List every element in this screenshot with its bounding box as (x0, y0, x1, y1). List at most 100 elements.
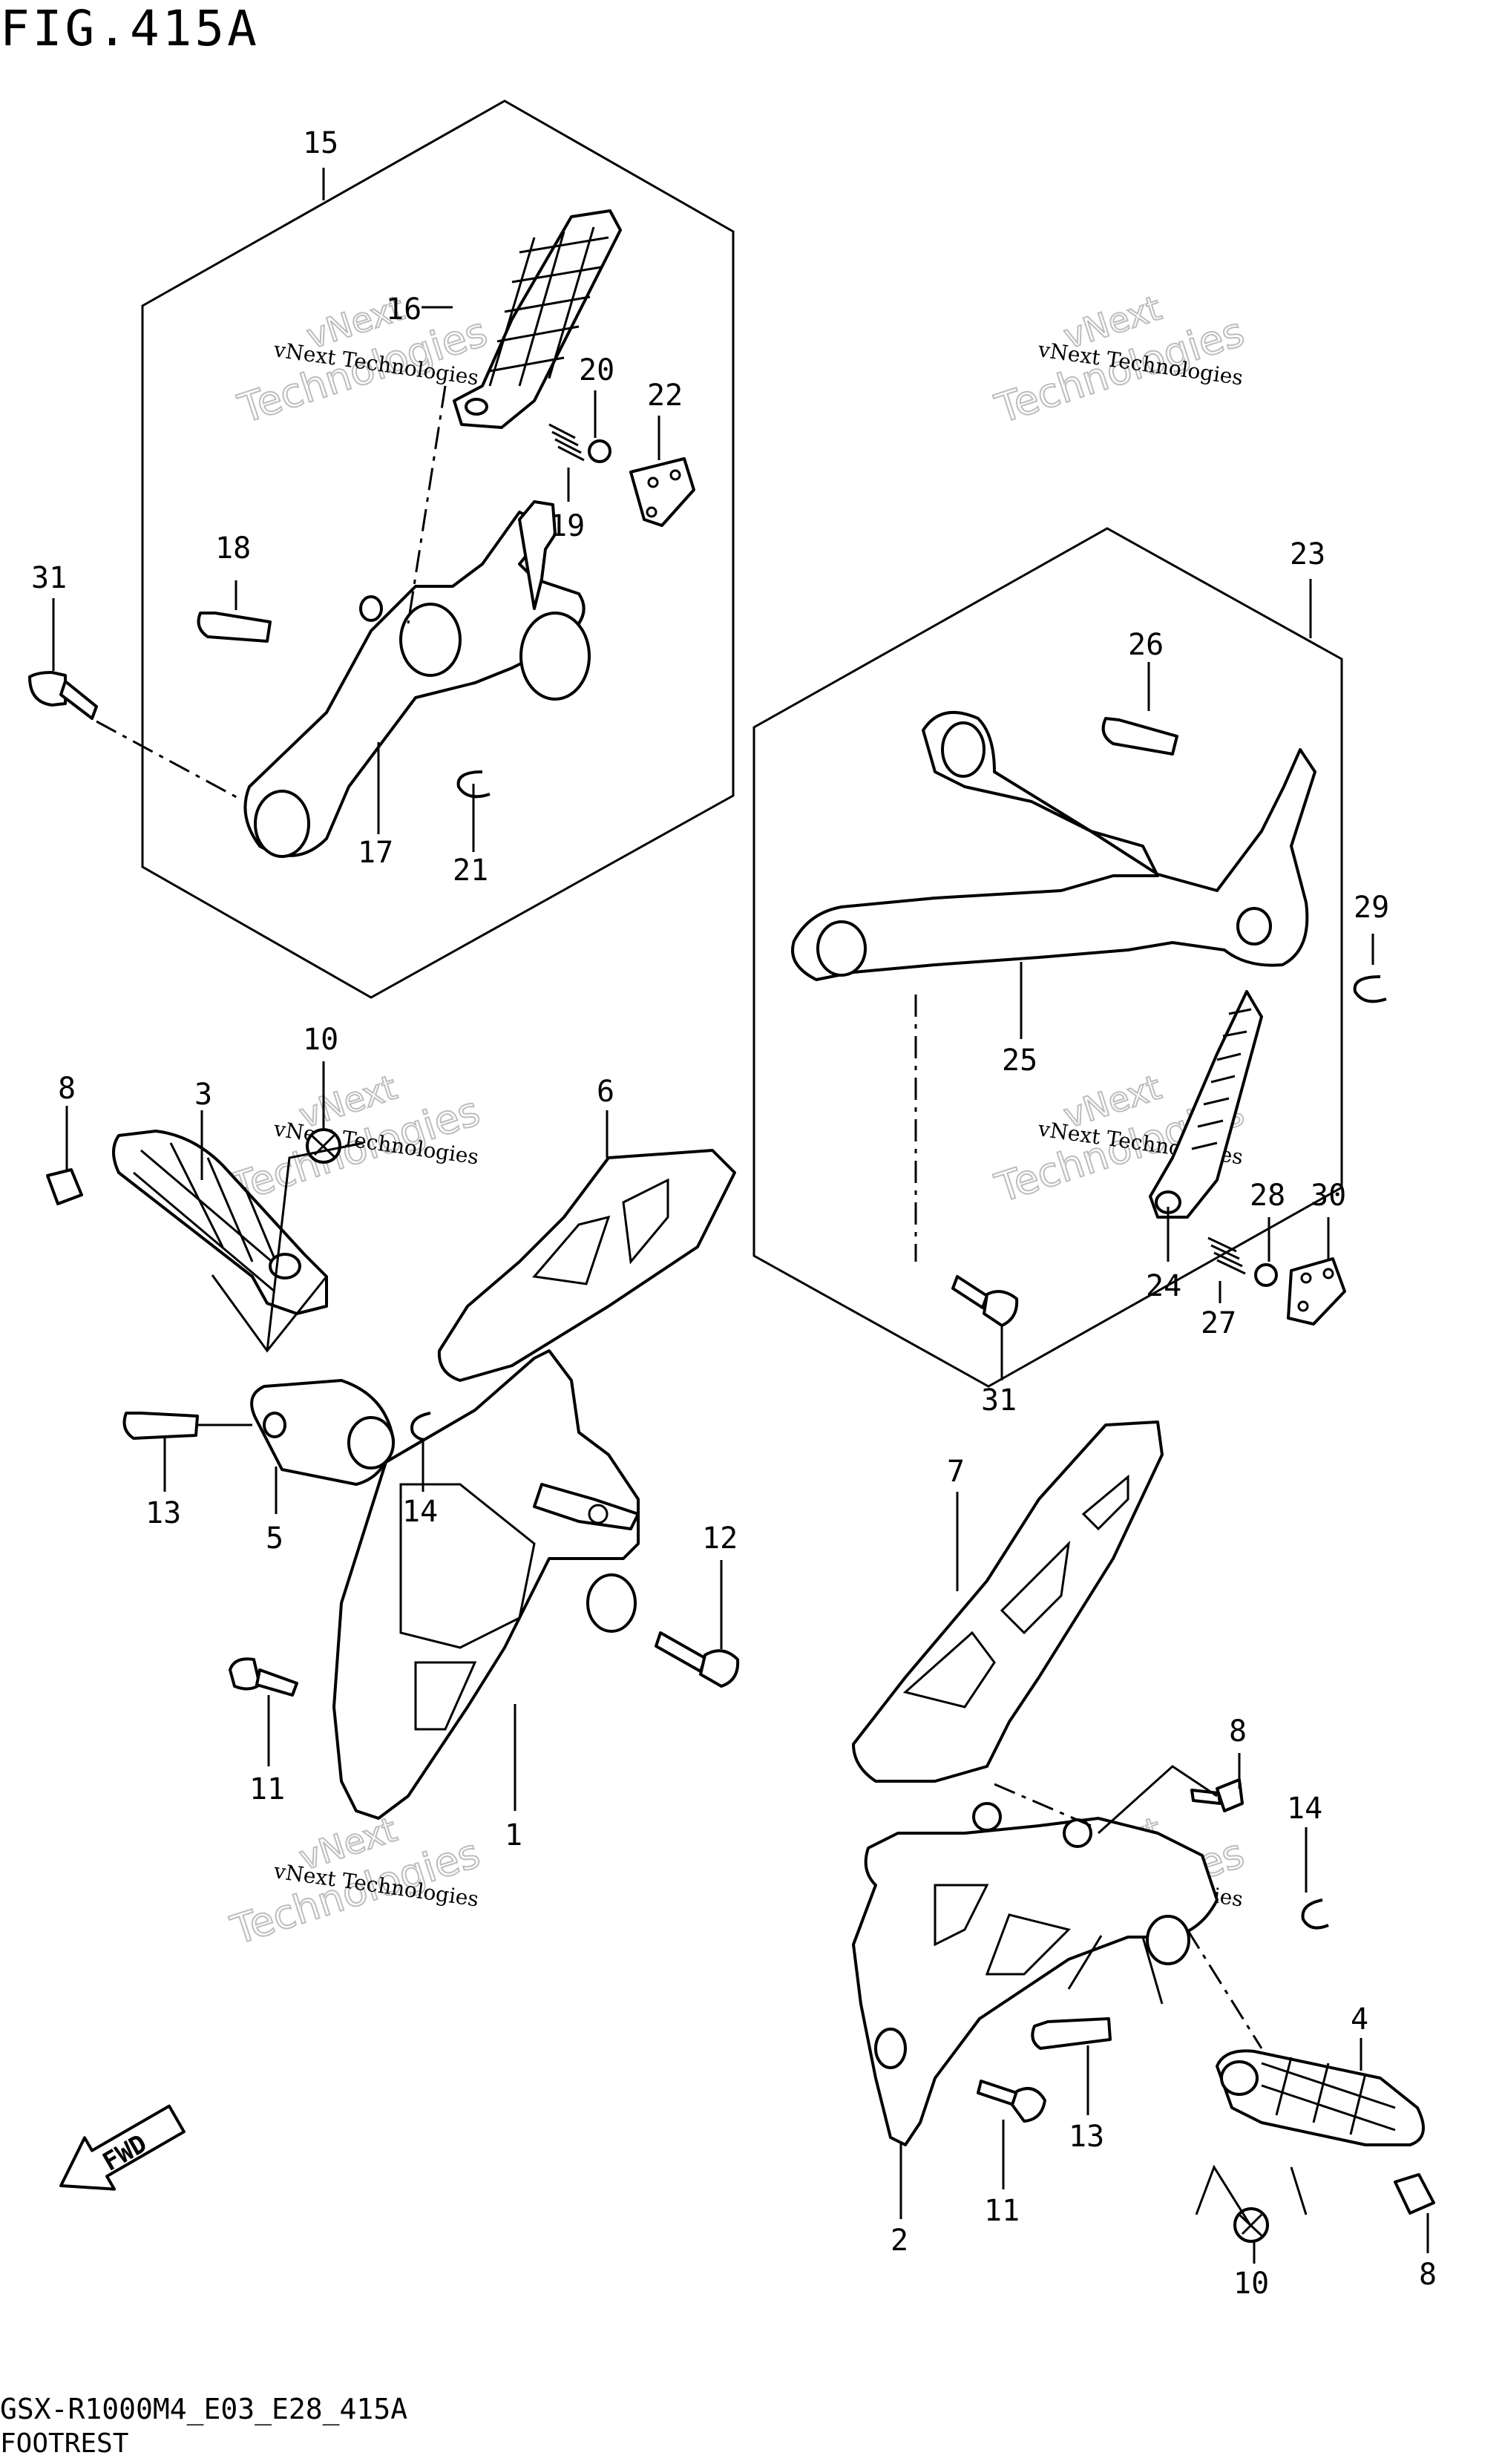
callout-24: 24 (1146, 1269, 1181, 1303)
part-17-lower-eye (254, 790, 310, 858)
leader-31-dashed (96, 720, 243, 802)
part-16-hole (465, 398, 488, 416)
part-29-eclip (1353, 975, 1387, 1003)
callout-11: 11 (249, 1772, 285, 1806)
part-2-boss (874, 2028, 907, 2069)
callout-19: 19 (549, 509, 585, 543)
part-14b-eclip (1301, 1898, 1329, 1930)
part-6-heel-guard (437, 1149, 736, 1382)
callout-25: 25 (1002, 1043, 1037, 1078)
part-17-pivot (399, 603, 462, 677)
callout-16: 16 (386, 292, 422, 327)
callout-31: 31 (31, 561, 67, 595)
callout-7: 7 (947, 1455, 965, 1489)
part-12-bolt-head (699, 1649, 740, 1688)
callout-14: 14 (402, 1495, 438, 1529)
callout-31b: 31 (981, 1383, 1017, 1418)
part-11-bolt-head (229, 1657, 261, 1691)
front-footrest-left-assembly (46, 1128, 740, 1820)
part-1-cutouts (399, 1483, 536, 1731)
callout-23: 23 (1290, 537, 1325, 571)
part-30-plate (1287, 1257, 1346, 1326)
part-17-hook (518, 500, 557, 610)
part-25-lower-eye (816, 920, 867, 977)
leader-3-group (211, 1141, 364, 1353)
callout-3: 3 (194, 1078, 212, 1112)
callout-27: 27 (1201, 1306, 1236, 1340)
callout-4: 4 (1351, 2002, 1368, 2037)
callout-6: 6 (597, 1075, 614, 1109)
callout-13: 13 (145, 1496, 181, 1530)
part-24-teeth (1191, 1008, 1252, 1150)
part-25-upper-eye (941, 721, 986, 778)
leader-10b-group (1195, 2164, 1308, 2227)
part-2-bracket (852, 1817, 1219, 2146)
part-16-footrest (453, 209, 622, 429)
right-assembly-box (752, 527, 1343, 1388)
callout-labels: 15 16 31 18 17 21 20 19 22 23 26 29 25 2… (31, 126, 1437, 2301)
part-31-bolt-head (28, 671, 67, 707)
callout-11b: 11 (984, 2194, 1020, 2228)
callout-29: 29 (1354, 891, 1389, 925)
part-11-bolt-shaft (255, 1668, 298, 1697)
part-1-bracket (332, 1349, 640, 1820)
part-6-cutouts (532, 1178, 669, 1285)
part-28-ball (1254, 1263, 1278, 1287)
callout-8b: 8 (1419, 2258, 1437, 2292)
part-25-bracket (791, 711, 1316, 981)
part-11b-bolt-shaft (977, 2080, 1018, 2106)
callout-15: 15 (303, 126, 338, 160)
watermark-2: Technologies vNext vNext Technologies (989, 287, 1250, 433)
part-12-bolt-shaft (655, 1631, 706, 1673)
watermark-1: Technologies vNext vNext Technologies (232, 287, 493, 433)
callout-17: 17 (358, 836, 393, 870)
part-31b-bolt-head (983, 1290, 1019, 1327)
callout-10: 10 (303, 1023, 338, 1057)
part-18-pin (197, 612, 272, 643)
part-25-pivot (1236, 907, 1272, 946)
part-7-cutouts (902, 1474, 1129, 1708)
callout-22: 22 (647, 379, 683, 413)
part-19-spring (548, 423, 585, 462)
part-16-grip-pattern (488, 226, 609, 387)
fwd-direction-arrow: FWD (59, 2104, 186, 2191)
callout-12: 12 (702, 1521, 738, 1556)
part-3-grip-pattern (133, 1142, 290, 1293)
part-26-pin (1101, 717, 1178, 756)
part-4-grip-pattern (1261, 2057, 1396, 2135)
callout-10b: 10 (1233, 2267, 1269, 2301)
front-footrest-right-assembly (852, 1421, 1435, 2243)
part-13b-pin (1031, 2017, 1112, 2050)
callout-21: 21 (453, 853, 488, 888)
part-22-plate (629, 457, 695, 527)
part-17-pin-hole (359, 595, 383, 622)
part-5-bore (347, 1416, 395, 1469)
part-13-pin (122, 1412, 199, 1440)
part-1-boss (586, 1573, 637, 1633)
part-8b-cap (1394, 2173, 1435, 2215)
callout-14b: 14 (1287, 1792, 1322, 1826)
callout-leaders (52, 168, 1429, 2264)
part-20-ball (588, 439, 611, 463)
part-3-hole (269, 1253, 301, 1279)
callout-13b: 13 (1069, 2120, 1104, 2154)
rear-footrest-right-assembly (791, 711, 1387, 1327)
rear-footrest-left-assembly (28, 209, 695, 858)
part-8-cap (46, 1168, 83, 1205)
callout-5: 5 (266, 1521, 283, 1556)
part-5-pin-hole (263, 1412, 286, 1438)
part-27-spring (1207, 1236, 1246, 1275)
part-2-upper-hole-a (972, 1802, 1002, 1832)
part-1-tab (533, 1483, 640, 1530)
watermark-3: Technologies vNext vNext Technologies (225, 1066, 486, 1213)
part-2-cutouts (934, 1884, 1071, 1976)
part-31-bolt-shaft (59, 680, 98, 720)
part-11b-bolt-head (1011, 2087, 1046, 2123)
part-9-bolt-head (1216, 1778, 1244, 1812)
part-9-bolt-shaft (1190, 1789, 1221, 1805)
part-4-hole (1220, 2060, 1259, 2096)
part-31b-bolt-shaft (951, 1275, 988, 1309)
figure-title: FIG.415A (0, 0, 260, 57)
callout-28: 28 (1250, 1179, 1285, 1213)
